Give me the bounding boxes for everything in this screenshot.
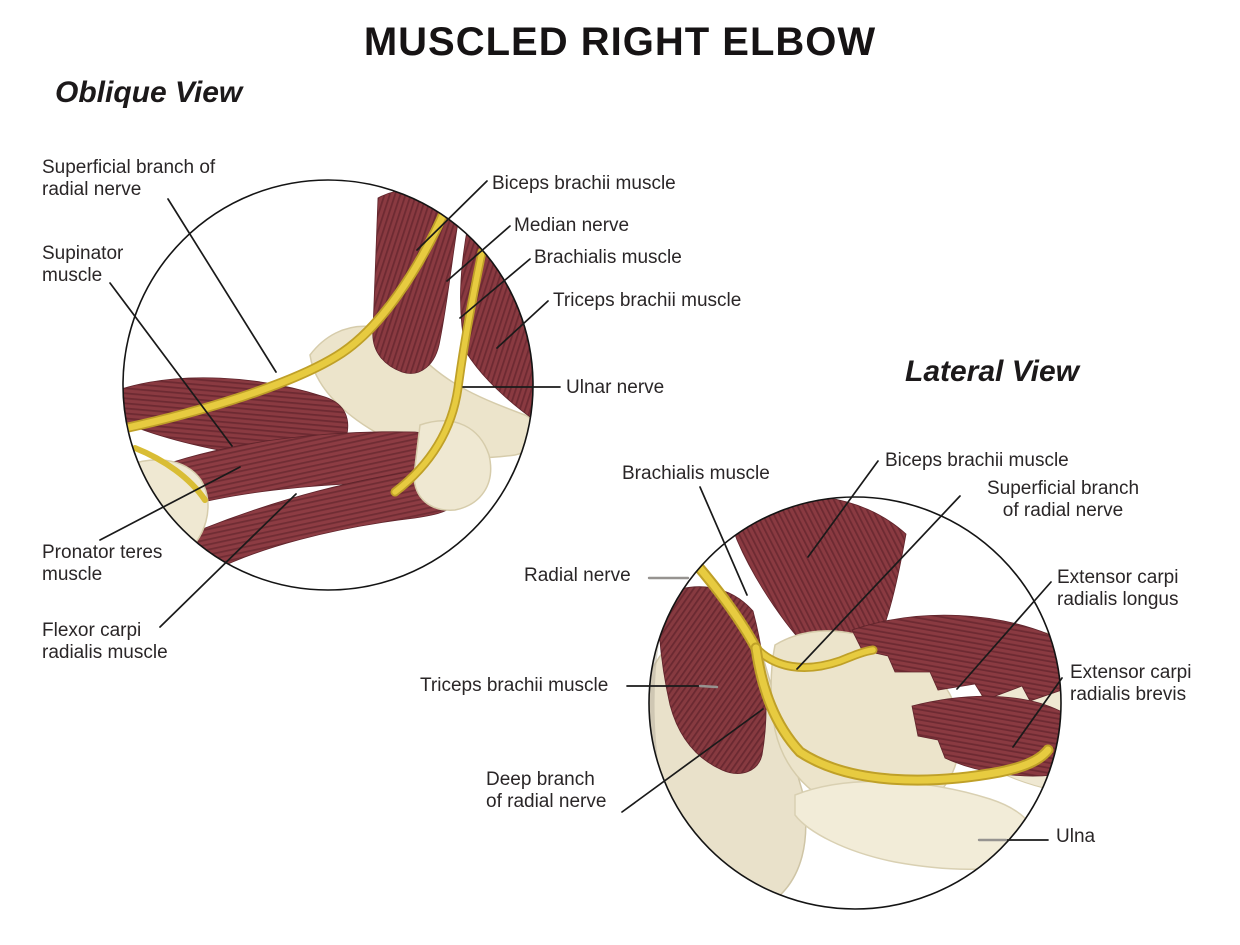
lateral-view-heading: Lateral View bbox=[905, 355, 1079, 388]
oblique-tendon-cap-right-shape bbox=[413, 420, 492, 511]
label-lateral-triceps-brachii-muscle: Triceps brachii muscle bbox=[420, 675, 609, 696]
leader-lateral-biceps bbox=[807, 460, 879, 558]
lateral-ulna-bone-shape bbox=[794, 780, 1037, 870]
label-oblique-ulnar-nerve: Ulnar nerve bbox=[566, 377, 665, 398]
leader-oblique-brachialis bbox=[459, 258, 531, 319]
oblique-view-heading: Oblique View bbox=[55, 76, 243, 109]
leader-lateral-triceps-gray-tip bbox=[698, 684, 719, 689]
label-lateral-superficial-branch-of-radial-nerve: Superficial branch of radial nerve bbox=[986, 478, 1140, 521]
oblique-view-circle bbox=[122, 179, 534, 591]
lateral-extensor-brevis-shape bbox=[911, 695, 1061, 777]
leader-lateral-brachialis bbox=[699, 486, 748, 596]
label-oblique-flexor-carpi-radialis-muscle: Flexor carpi radialis muscle bbox=[42, 620, 168, 663]
label-oblique-brachialis-muscle: Brachialis muscle bbox=[534, 247, 682, 268]
label-oblique-superficial-branch-of-radial-nerve: Superficial branch of radial nerve bbox=[42, 157, 216, 200]
label-lateral-radial-nerve: Radial nerve bbox=[524, 565, 631, 586]
oblique-ulnar-nerve-core bbox=[392, 249, 485, 495]
lateral-superficial-branch-core bbox=[753, 645, 876, 671]
leader-oblique-supinator bbox=[109, 282, 233, 447]
label-lateral-ulna: Ulna bbox=[1056, 826, 1096, 847]
label-lateral-deep-branch-of-radial-nerve: Deep branch of radial nerve bbox=[486, 769, 607, 812]
oblique-median-superficial-nerve-core bbox=[123, 204, 450, 432]
label-oblique-pronator-teres-muscle: Pronator teres muscle bbox=[42, 542, 163, 585]
leader-lateral-deep-branch bbox=[621, 708, 764, 813]
leader-oblique-biceps bbox=[416, 180, 488, 251]
label-oblique-supinator-muscle: Supinator muscle bbox=[42, 243, 124, 286]
leader-oblique-triceps bbox=[496, 300, 549, 349]
label-oblique-triceps-brachii-muscle: Triceps brachii muscle bbox=[553, 290, 742, 311]
page-title: MUSCLED RIGHT ELBOW bbox=[363, 20, 877, 64]
label-oblique-biceps-brachii-muscle: Biceps brachii muscle bbox=[492, 173, 676, 194]
label-oblique-median-nerve: Median nerve bbox=[514, 215, 630, 236]
leader-oblique-superficial-branch bbox=[167, 198, 277, 373]
leader-lateral-superficial-branch bbox=[796, 495, 961, 670]
label-lateral-biceps-brachii-muscle: Biceps brachii muscle bbox=[885, 450, 1069, 471]
leader-oblique-median-nerve bbox=[446, 225, 511, 282]
label-lateral-brachialis-muscle: Brachialis muscle bbox=[622, 463, 770, 484]
lateral-view-circle bbox=[648, 496, 1062, 910]
lateral-extensor-longus-shape bbox=[851, 614, 1061, 702]
lateral-deep-branch-core bbox=[752, 644, 1052, 784]
label-lateral-extensor-carpi-radialis-brevis: Extensor carpi radialis brevis bbox=[1070, 662, 1192, 705]
leader-oblique-pronator bbox=[99, 466, 241, 541]
leader-lateral-extensor-brevis bbox=[1012, 677, 1063, 748]
leader-oblique-flexor bbox=[159, 493, 297, 628]
leader-lateral-extensor-longus bbox=[956, 581, 1052, 690]
oblique-lower-nerve-shape bbox=[132, 445, 208, 503]
label-lateral-extensor-carpi-radialis-longus: Extensor carpi radialis longus bbox=[1057, 567, 1179, 610]
lateral-radial-nerve-trunk-core bbox=[693, 561, 761, 654]
